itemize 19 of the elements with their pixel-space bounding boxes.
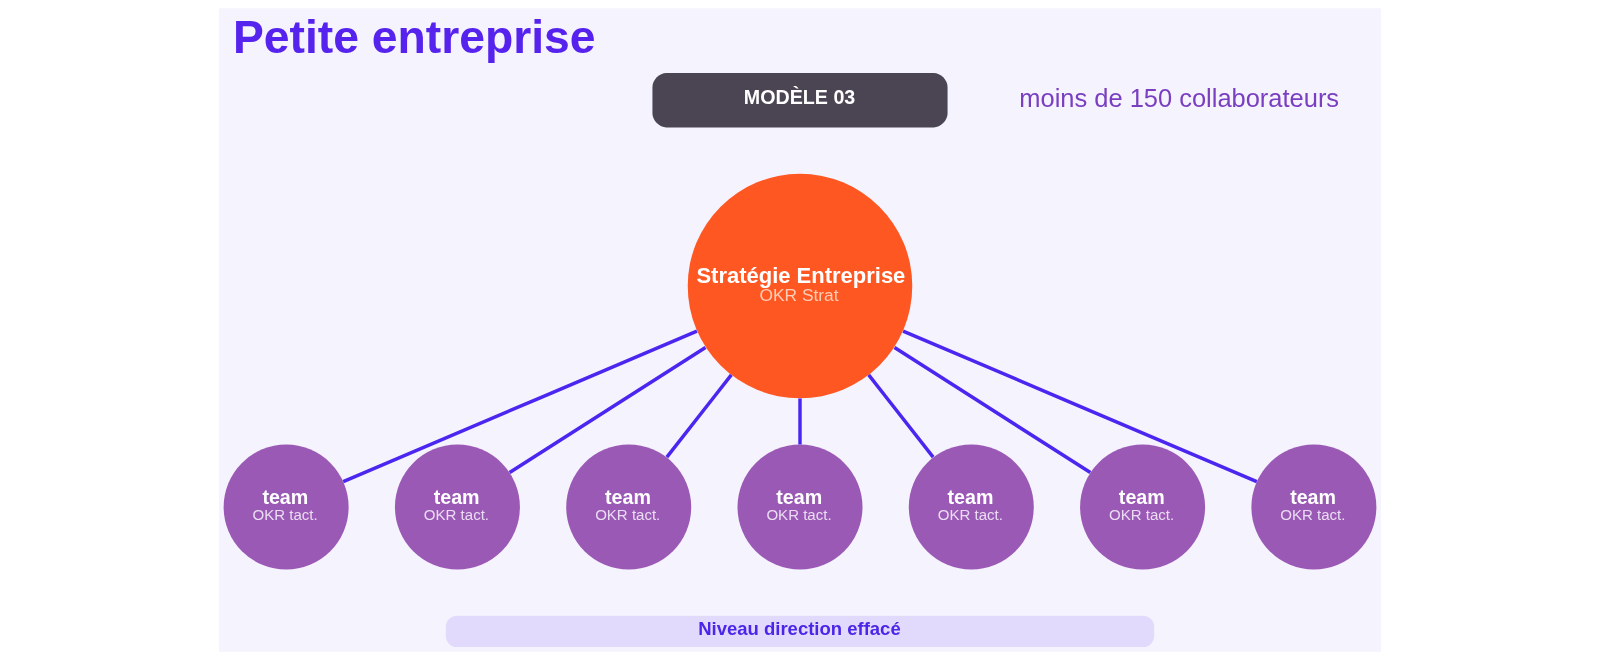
diagram-title: Petite entreprise: [232, 11, 596, 64]
node-circle: Stratégie Entreprise OKR Strat: [687, 173, 913, 399]
connector: [902, 329, 1258, 484]
connector: [867, 373, 935, 459]
node-circle: team OKR tact.: [737, 444, 863, 570]
connector: [665, 373, 733, 459]
node-circle: team OKR tact.: [1251, 444, 1377, 570]
node-circle: team OKR tact.: [566, 444, 692, 570]
connector: [893, 346, 1092, 475]
node-circle: team OKR tact.: [394, 444, 520, 570]
node-circle: team OKR tact.: [223, 444, 349, 570]
node-box: Niveau direction effacé: [445, 615, 1155, 648]
node-circle: team OKR tact.: [1080, 444, 1206, 570]
connector: [508, 346, 707, 475]
node-circle: team OKR tact.: [908, 444, 1034, 570]
connector: [798, 398, 802, 445]
node-box: MODÈLE 03: [652, 73, 948, 128]
connector: [342, 329, 698, 484]
label: moins de 150 collaborateurs: [1019, 83, 1340, 112]
